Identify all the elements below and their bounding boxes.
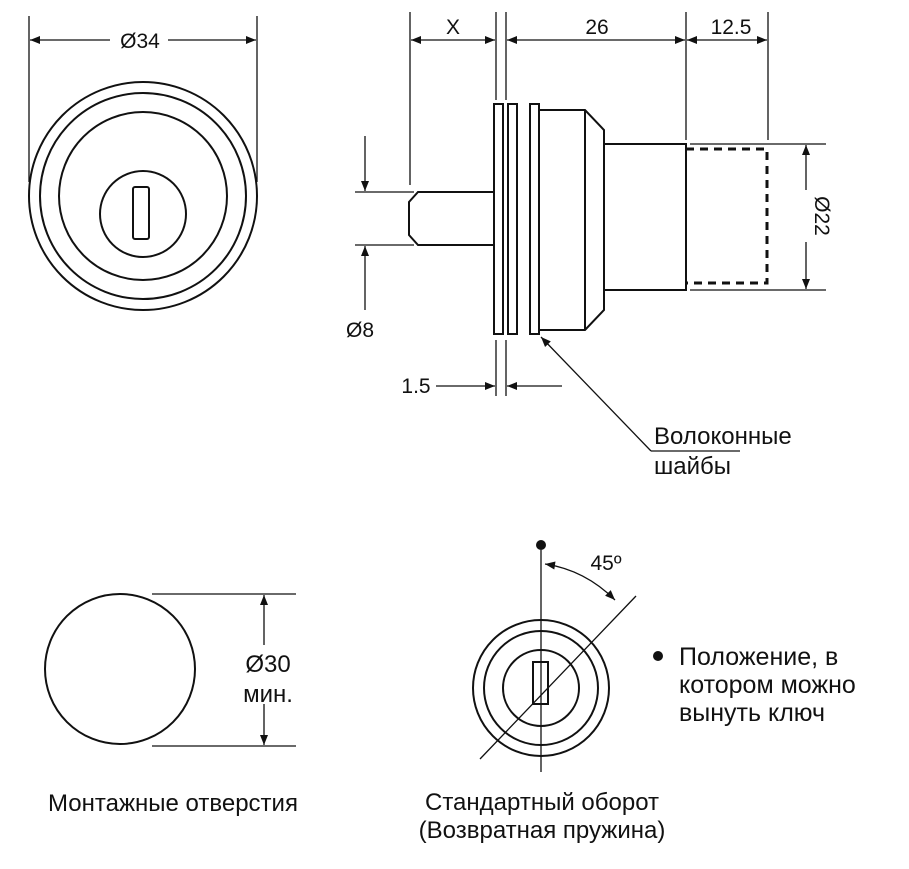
mounting-hole-circle <box>44 593 196 745</box>
mounting-hole-view: Ø30 мин. Монтажные отверстия <box>44 593 298 817</box>
flange <box>539 109 605 331</box>
turn-keyhole <box>532 661 549 705</box>
front-inner-ring <box>58 111 228 281</box>
washer-3 <box>529 103 540 335</box>
caption-mounting-holes: Монтажные отверстия <box>48 790 298 817</box>
shaft <box>408 191 494 246</box>
caption-standard-turn-line1: Стандартный оборот <box>425 789 659 816</box>
dim-angle: 45º <box>590 552 621 575</box>
rotation-line <box>479 595 637 760</box>
dim-washer-thickness: 1.5 <box>401 375 430 398</box>
key-position-dot <box>536 540 546 550</box>
turn-cylinder <box>502 649 580 727</box>
washers-leader <box>540 336 652 452</box>
front-outer-ring <box>28 81 258 311</box>
dim-extension: 12.5 <box>711 16 752 39</box>
label-washers-line2: шайбы <box>654 453 731 480</box>
washer-1 <box>493 103 504 335</box>
dim-hole-diameter: Ø30 <box>245 651 290 678</box>
front-middle-ring <box>39 92 247 300</box>
label-washers-line1: Волоконные <box>654 423 792 450</box>
turn-inner-ring <box>483 630 599 746</box>
dim-x: X <box>446 16 460 39</box>
front-cylinder <box>99 170 187 258</box>
key-position-note: Положение, в котором можно вынуть ключ <box>653 643 856 727</box>
front-view: Ø34 <box>28 16 258 311</box>
dim-front-diameter: Ø34 <box>120 30 160 53</box>
dim-shaft-diameter: Ø8 <box>346 319 374 342</box>
note-line2: котором можно <box>679 671 856 699</box>
lock-body <box>604 143 687 291</box>
dim-body-diameter: Ø22 <box>810 196 833 236</box>
dim-hole-min: мин. <box>243 681 293 708</box>
standard-turn-view: 45º Стандартный оборот (Возвратная пружи… <box>419 540 666 844</box>
note-line3: вынуть ключ <box>679 699 825 727</box>
washer-2 <box>507 103 518 335</box>
dim-body-length: 26 <box>585 16 608 39</box>
note-bullet <box>653 651 663 661</box>
extension-dashed <box>686 147 769 285</box>
side-view: X 26 12.5 Ø22 Ø8 1.5 Волоконные шайбы <box>346 12 833 480</box>
front-keyhole <box>132 186 150 240</box>
caption-standard-turn-line2: (Возвратная пружина) <box>419 817 666 844</box>
angle-arc <box>544 561 616 601</box>
turn-outer-ring <box>472 619 610 757</box>
note-line1: Положение, в <box>679 643 838 671</box>
